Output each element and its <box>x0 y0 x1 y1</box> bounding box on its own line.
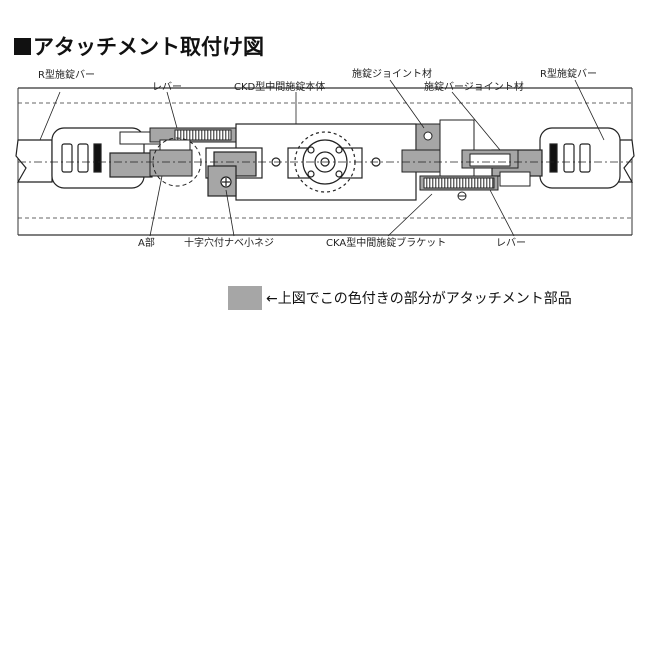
legend-text: ←上図でこの色付きの部分がアタッチメント部品 <box>266 291 572 307</box>
leader-lines <box>39 79 605 237</box>
label-ckd-body: CKD型中間施錠本体 <box>234 80 325 93</box>
label-a-part: A部 <box>138 236 155 249</box>
door-rails <box>17 87 633 236</box>
legend-swatch <box>228 286 262 310</box>
label-cka-bracket: CKA型中間施錠ブラケット <box>326 236 446 249</box>
legend: ←上図でこの色付きの部分がアタッチメント部品 <box>228 286 572 310</box>
lever-right <box>401 119 531 201</box>
label-r-bar-right: R型施錠バー <box>540 67 597 80</box>
label-r-bar-left: R型施錠バー <box>38 68 95 81</box>
title-text: アタッチメント取付け図 <box>33 35 264 59</box>
lever-left <box>119 127 237 187</box>
label-lever-top: レバー <box>152 81 182 93</box>
label-bar-joint: 施錠バージョイント材 <box>424 80 524 93</box>
title-square-icon <box>14 38 31 55</box>
page-title: アタッチメント取付け図 <box>14 31 264 61</box>
label-pan-screw: 十字穴付ナベ小ネジ <box>184 236 274 249</box>
label-lever-bottom: レバー <box>496 237 526 249</box>
label-lock-joint: 施錠ジョイント材 <box>352 67 432 80</box>
